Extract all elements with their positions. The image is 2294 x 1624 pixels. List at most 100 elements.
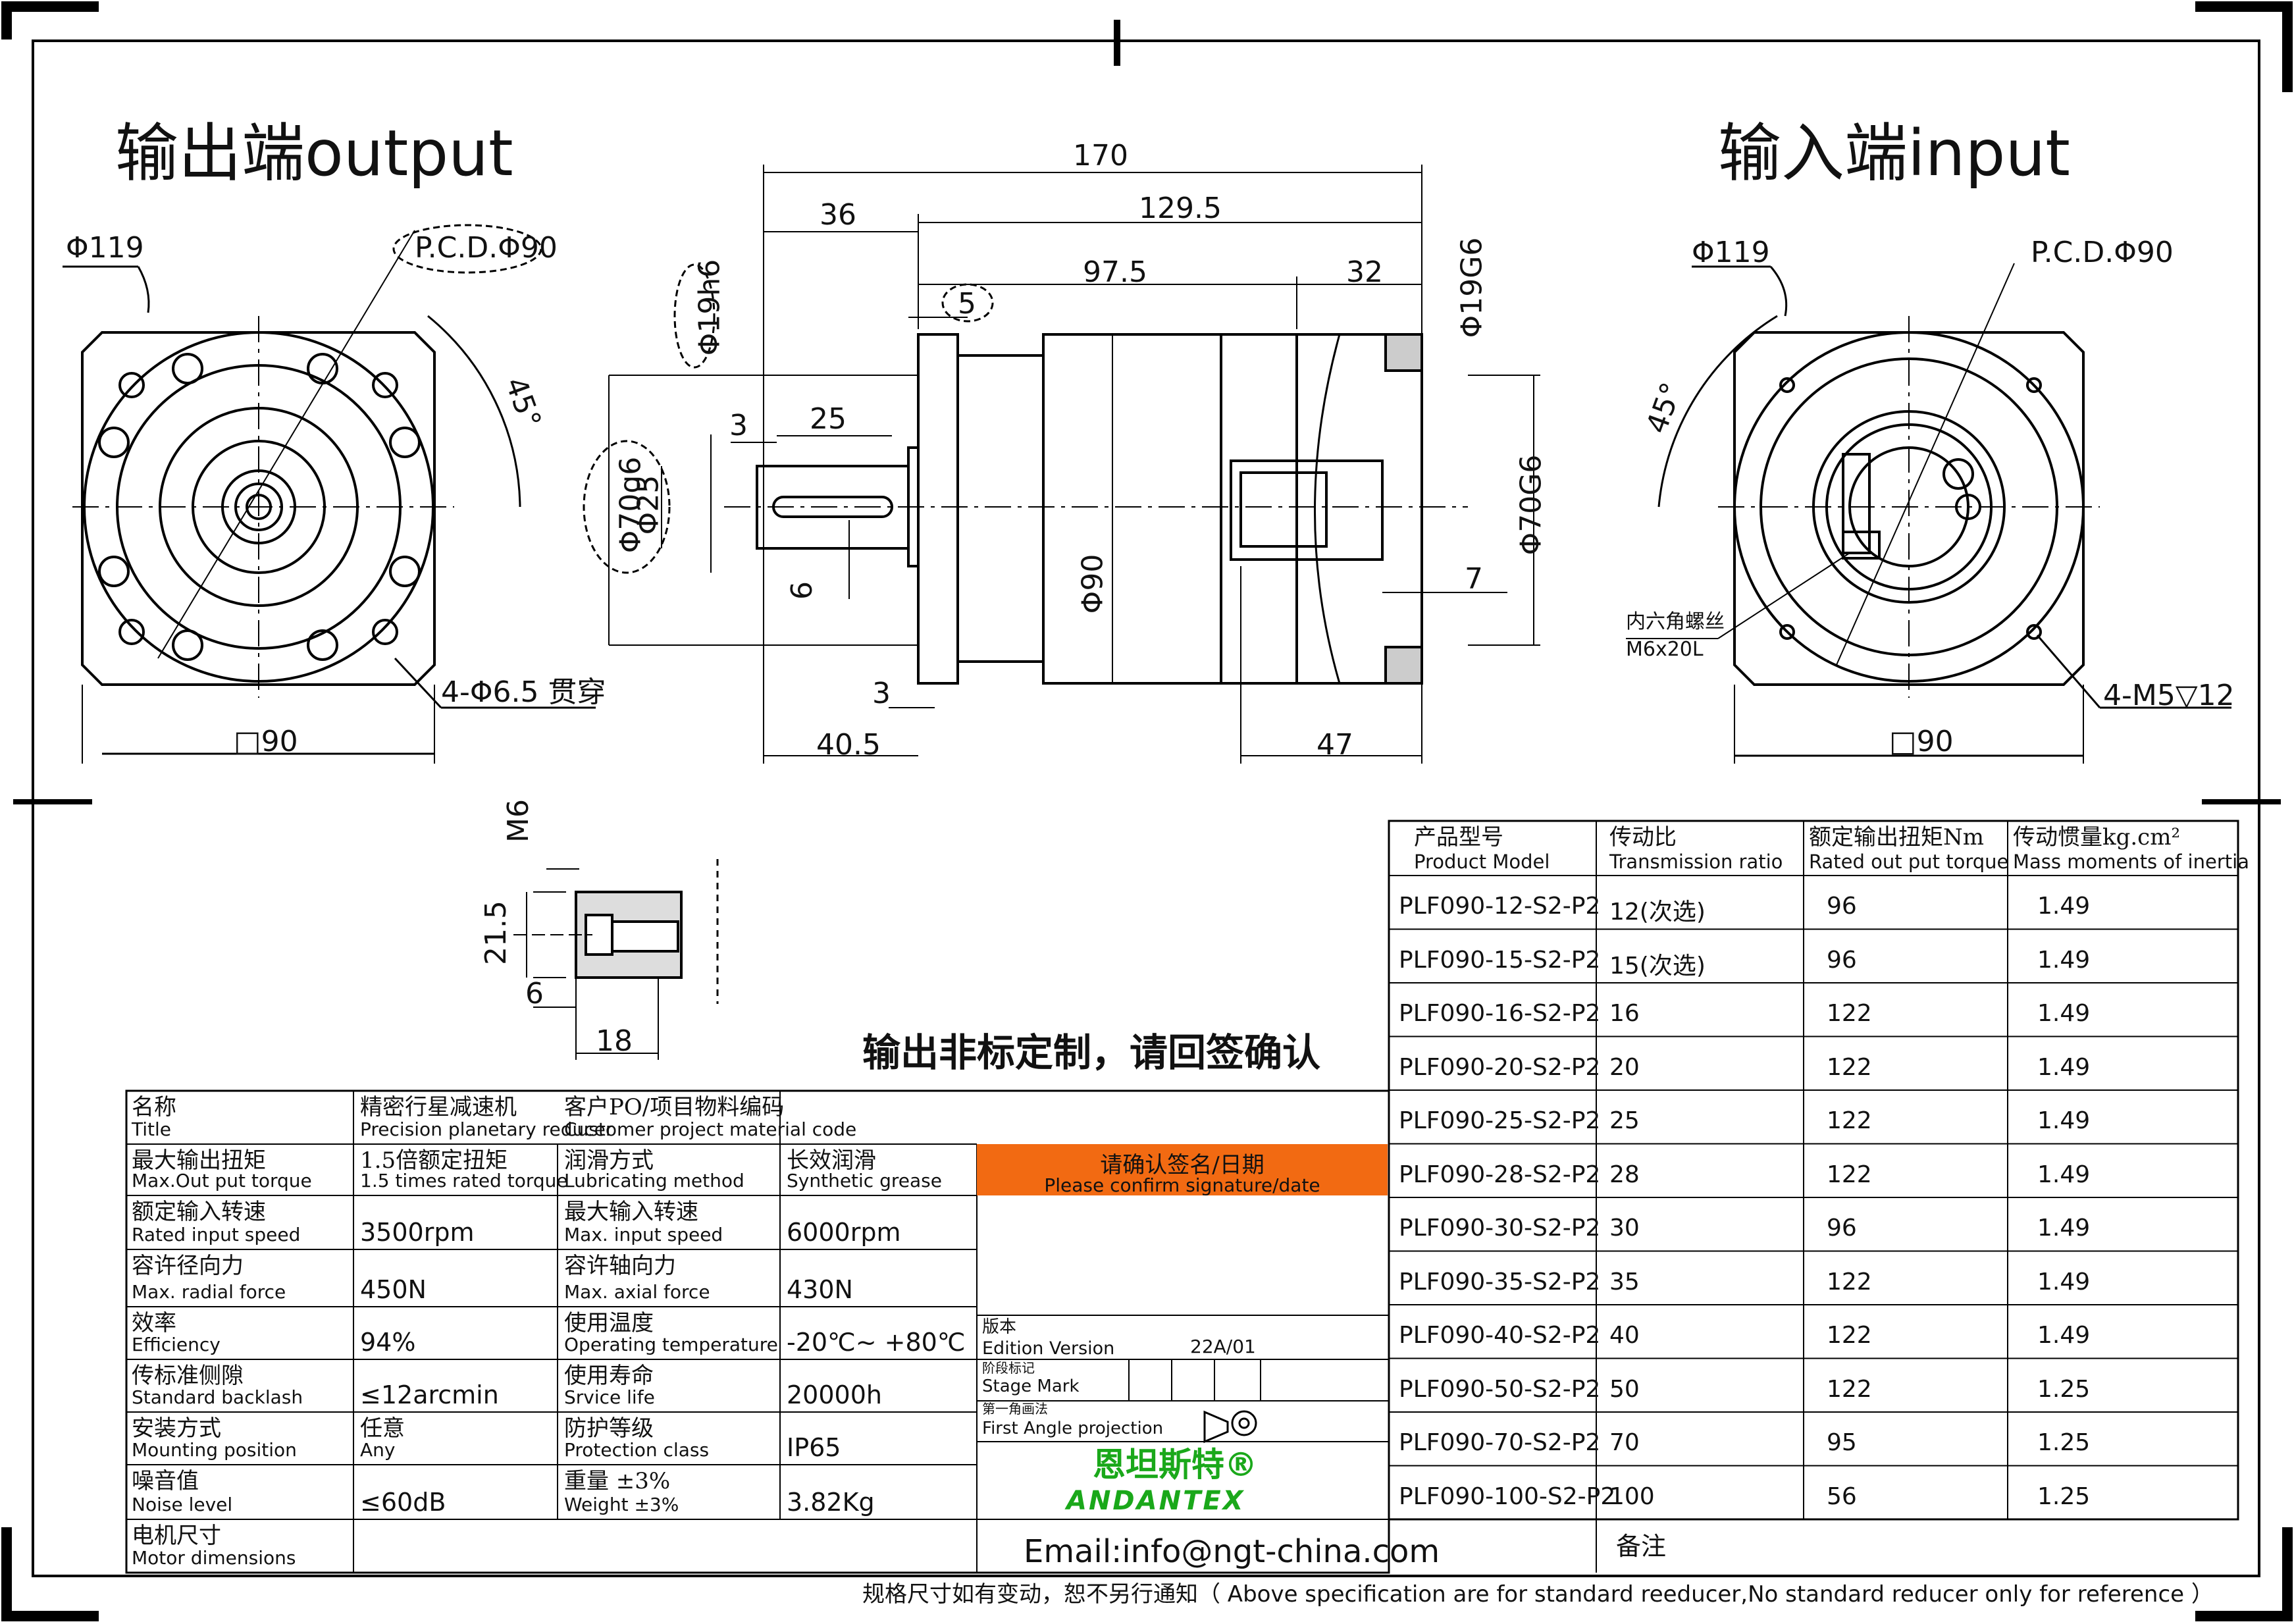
brand-logo-en: ANDANTEX: [1066, 1486, 1245, 1516]
projection-zh: 第一角画法: [982, 1401, 1048, 1417]
model-cell-torque: 122: [1827, 1375, 1872, 1403]
projection-en: First Angle projection: [982, 1419, 1164, 1438]
model-cell-model: PLF090-35-S2-P2: [1399, 1268, 1601, 1296]
spec-label-en: Max. radial force: [132, 1281, 286, 1303]
spec-label2-en: Protection class: [564, 1439, 710, 1461]
spec-value2: IP65: [787, 1433, 841, 1462]
model-cell-ratio: 70: [1609, 1429, 1640, 1456]
heading-output: 输出端output: [115, 117, 513, 190]
model-header-en: Product Model: [1414, 851, 1550, 873]
dim-32: 32: [1346, 255, 1383, 289]
spec-label-en: Max.Out put torque: [132, 1170, 312, 1192]
spec-label-en: Standard backlash: [132, 1386, 303, 1408]
spec-value-en: Any: [360, 1439, 396, 1461]
model-cell-ratio: 40: [1609, 1322, 1640, 1349]
model-cell-torque: 96: [1827, 893, 1857, 920]
dim-pcd-right: P.C.D.Φ90: [2031, 236, 2174, 269]
spec-label2-en: Max. input speed: [564, 1224, 723, 1245]
dim-5: 5: [958, 287, 976, 321]
spec-label-zh: 名称: [132, 1094, 176, 1120]
model-cell-torque: 96: [1827, 946, 1857, 974]
dim-d119-left: Φ119: [66, 231, 144, 265]
spec-value2: 6000rpm: [787, 1218, 901, 1247]
dim-square-right: □90: [1889, 725, 1954, 758]
version-zh: 版本: [982, 1317, 1017, 1337]
spec-label-en: Efficiency: [132, 1334, 221, 1355]
model-cell-model: PLF090-70-S2-P2: [1399, 1429, 1601, 1456]
model-header-zh: 传动惯量kg.cm²: [2013, 824, 2181, 851]
version-en: Edition Version: [982, 1338, 1115, 1359]
model-cell-inertia: 1.49: [2037, 1215, 2091, 1242]
model-cell-inertia: 1.49: [2037, 1161, 2091, 1188]
dim-6: 6: [785, 581, 819, 600]
dim-21-5: 21.5: [479, 901, 513, 965]
spec-label2-en: Srvice life: [564, 1386, 655, 1408]
spec-value-zh: 精密行星减速机: [360, 1094, 517, 1120]
spec-label2-zh: 使用温度: [564, 1310, 654, 1336]
model-cell-inertia: 1.49: [2037, 946, 2091, 974]
spec-label-en: Mounting position: [132, 1439, 297, 1461]
spec-label-en: Rated input speed: [132, 1224, 301, 1245]
model-cell-model: PLF090-28-S2-P2: [1399, 1161, 1601, 1188]
model-cell-model: PLF090-25-S2-P2: [1399, 1107, 1601, 1134]
model-cell-model: PLF090-30-S2-P2: [1399, 1215, 1601, 1242]
model-cell-inertia: 1.49: [2037, 893, 2091, 920]
model-cell-inertia: 1.49: [2037, 1000, 2091, 1027]
spec-label-zh: 效率: [132, 1310, 176, 1336]
spec-value2-en: Synthetic grease: [787, 1170, 942, 1192]
spec-label-en: Title: [132, 1118, 172, 1140]
contact-email[interactable]: Email:info@ngt-china.com: [1024, 1533, 1440, 1570]
confirm-en: Please confirm signature/date: [1044, 1174, 1320, 1196]
dim-holes-left: 4-Φ6.5 贯穿: [441, 675, 606, 709]
spec-label-en: Noise level: [132, 1494, 233, 1515]
first-angle-projection-symbol: [1203, 1410, 1257, 1444]
model-cell-model: PLF090-16-S2-P2: [1399, 1000, 1601, 1027]
heading-input: 输入端input: [1718, 117, 2070, 190]
stage-zh: 阶段标记: [982, 1360, 1035, 1376]
model-cell-torque: 122: [1827, 1107, 1872, 1134]
model-header-en: Rated out put torque: [1809, 851, 2009, 873]
dim-36: 36: [820, 198, 856, 232]
spec-label2-zh: 重量 ±3%: [564, 1468, 671, 1494]
model-cell-torque: 122: [1827, 1000, 1872, 1027]
model-cell-ratio: 100: [1609, 1482, 1655, 1510]
model-cell-ratio: 50: [1609, 1375, 1640, 1403]
model-cell-inertia: 1.49: [2037, 1322, 2091, 1349]
spec-label2-en: Customer project material code: [564, 1118, 857, 1140]
dim-6-detail: 6: [525, 977, 544, 1010]
spec-value2: -20℃~ +80℃: [787, 1328, 966, 1357]
spec-value: 3500rpm: [360, 1218, 475, 1247]
screw-label-cn: 内六角螺丝: [1626, 610, 1725, 633]
spec-value-en: 1.5 times rated torque: [360, 1170, 568, 1192]
model-cell-model: PLF090-12-S2-P2: [1399, 893, 1601, 920]
model-cell-torque: 122: [1827, 1322, 1872, 1349]
spec-label-zh: 噪音值: [132, 1468, 199, 1494]
model-header-zh: 产品型号: [1414, 824, 1503, 851]
dim-d19h6: Φ19h6: [692, 259, 727, 356]
drawing-border: [32, 39, 2260, 1577]
model-cell-torque: 122: [1827, 1161, 1872, 1188]
model-cell-inertia: 1.25: [2037, 1482, 2091, 1510]
dim-25: 25: [810, 402, 847, 436]
dim-3-top: 3: [729, 409, 748, 442]
model-cell-inertia: 1.25: [2037, 1429, 2091, 1456]
model-cell-inertia: 1.25: [2037, 1375, 2091, 1403]
spec-label2-en: Lubricating method: [564, 1170, 744, 1192]
confirm-signature-box[interactable]: 请确认签名/日期 Please confirm signature/date: [977, 1144, 1388, 1196]
spec-value-zh: 1.5倍额定扭矩: [360, 1147, 508, 1174]
model-cell-ratio: 15(次选): [1609, 952, 1706, 980]
model-cell-model: PLF090-20-S2-P2: [1399, 1053, 1601, 1081]
model-table-grid: [1388, 820, 2239, 1521]
